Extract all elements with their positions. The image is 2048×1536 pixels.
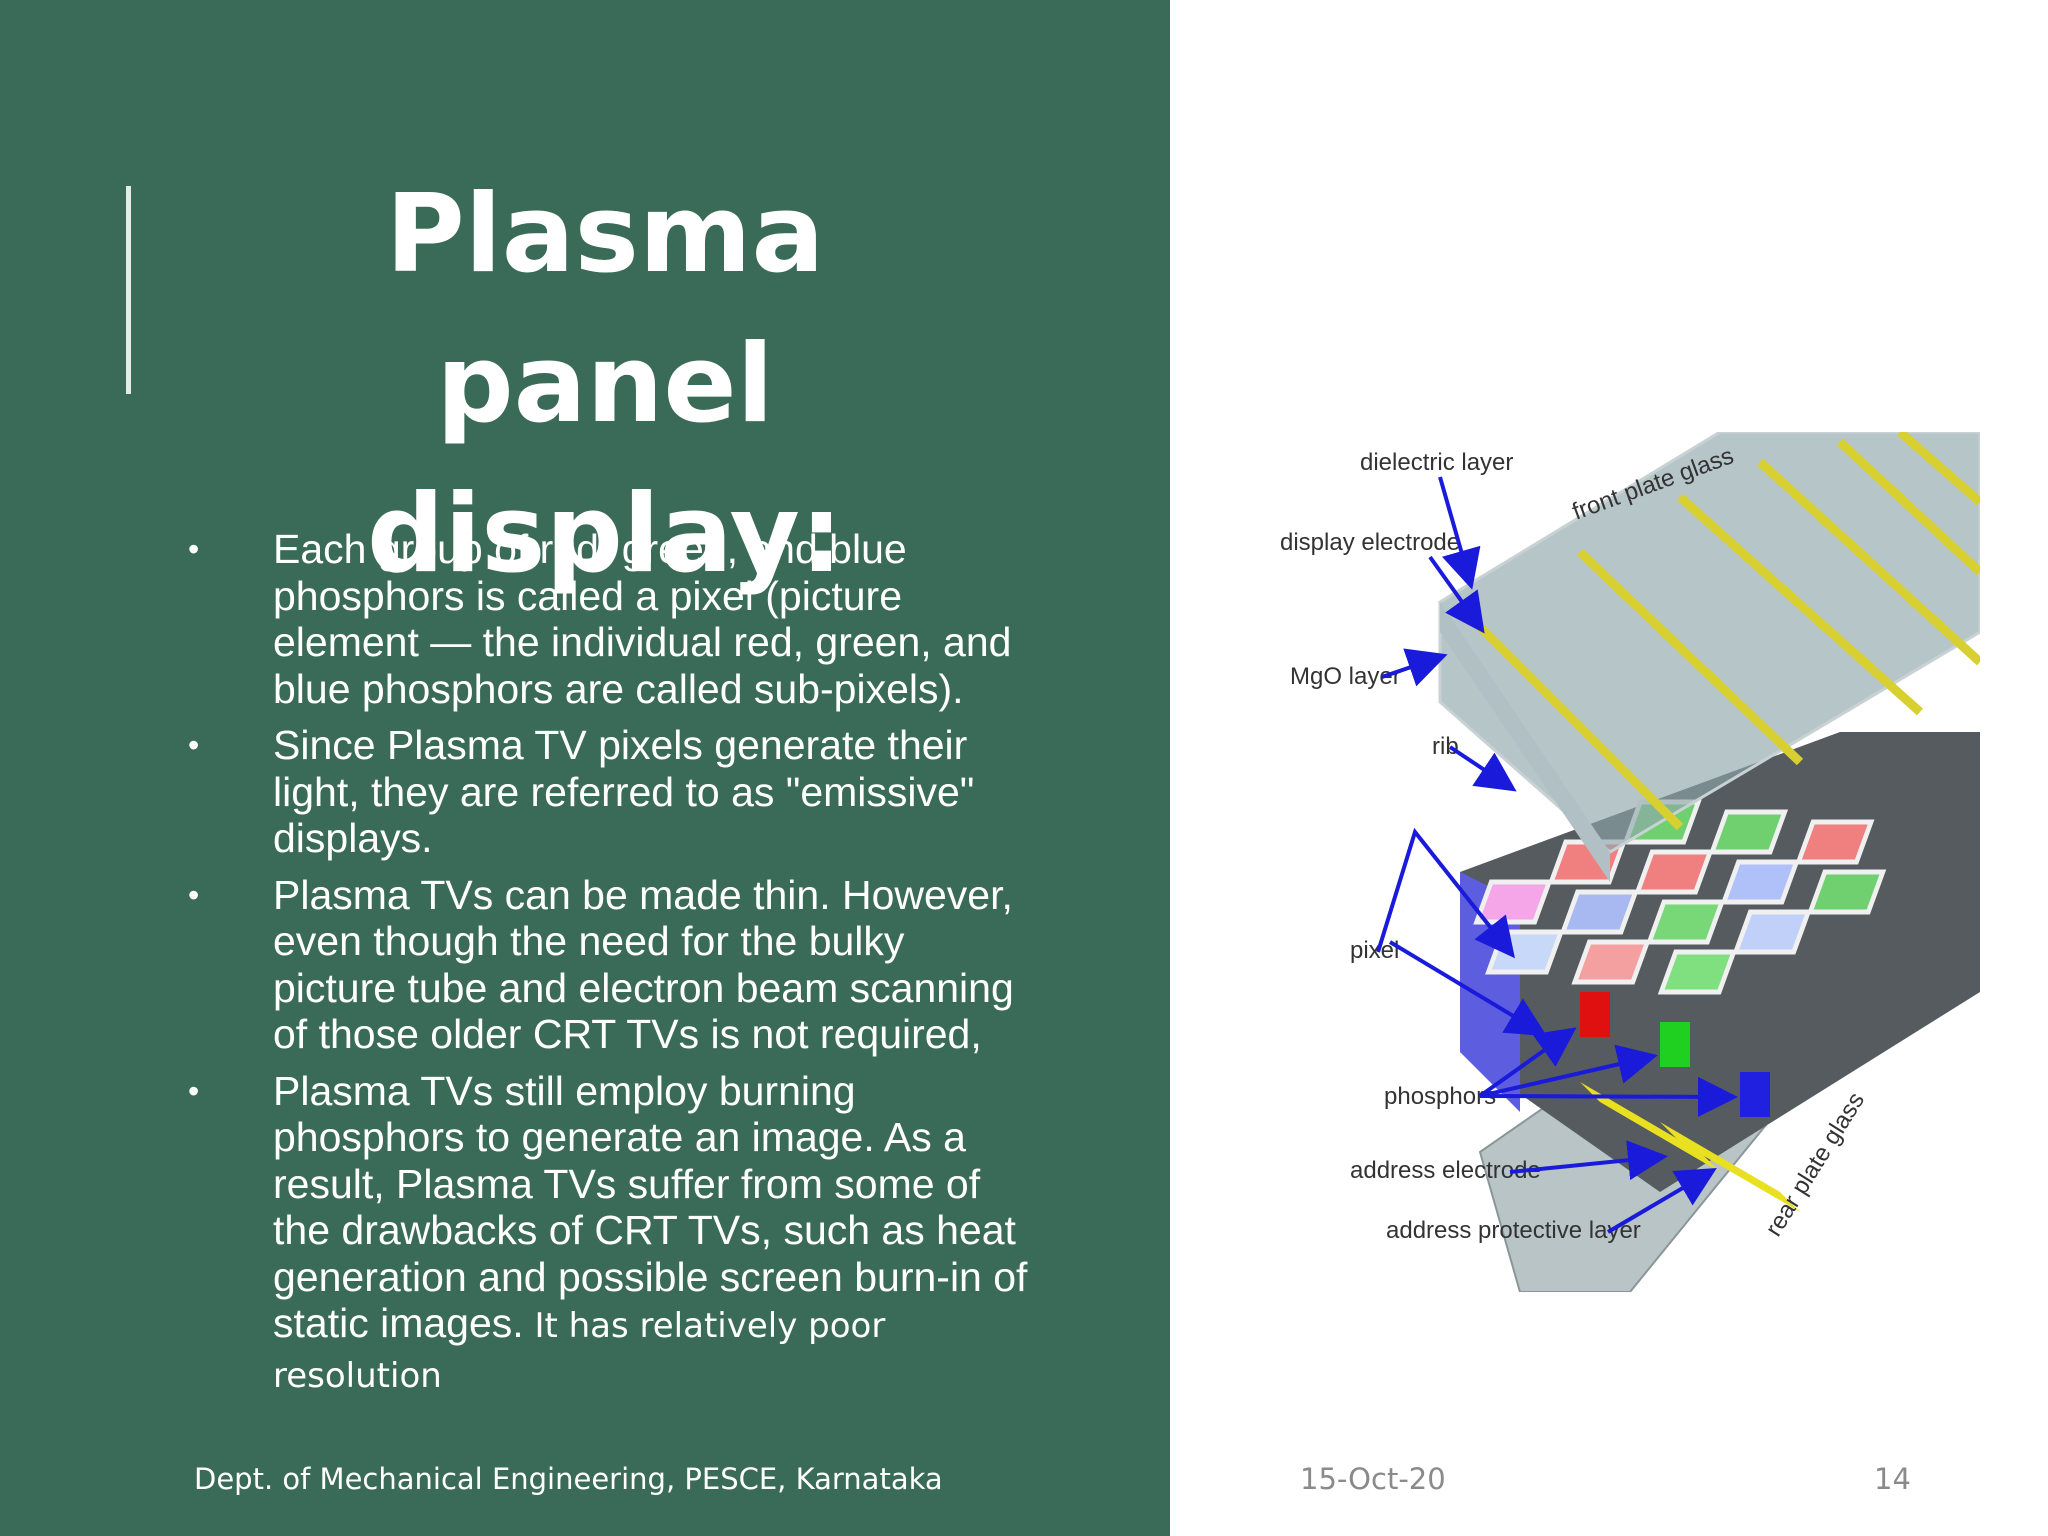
slide-title: Plasma panel display: [366, 172, 844, 597]
plasma-panel-diagram: dielectric layer front plate glass displ… [1280, 432, 1980, 1292]
red-subpixel [1580, 992, 1610, 1037]
bullet-list: • Each group of red, green, and blue phos… [188, 526, 1028, 1409]
bullet-item: • Plasma TVs can be made thin. However, e… [188, 872, 1028, 1058]
label-address-electrode: address electrode [1350, 1157, 1541, 1184]
bullet-symbol: • [188, 876, 200, 913]
plasma-panel-illustration: dielectric layer front plate glass displ… [1280, 432, 1980, 1292]
bullet-item: • Plasma TVs still employ burning phospho… [188, 1068, 1028, 1400]
bullet-item: • Since Plasma TV pixels generate their l… [188, 722, 1028, 862]
label-rib: rib [1432, 733, 1459, 760]
bullet-item: • Each group of red, green, and blue phos… [188, 526, 1028, 712]
label-display-electrode: display electrode [1280, 529, 1460, 556]
address-electrode-strip [1660, 1122, 1800, 1212]
label-phosphors: phosphors [1384, 1083, 1496, 1110]
footer-date: 15-Oct-20 [1300, 1462, 1446, 1496]
front-plate-glass-edge [1440, 602, 1610, 882]
pointer-arrows [1376, 476, 1738, 1234]
display-electrodes [1466, 432, 1980, 831]
bullet-text: Since Plasma TV pixels generate their li… [273, 722, 975, 861]
bullet-text: Plasma TVs still employ burning phosphor… [273, 1067, 1028, 1347]
address-electrode-strip [1580, 1082, 1720, 1172]
bullet-symbol: • [188, 1072, 200, 1109]
title-accent-bar [126, 186, 131, 394]
bullet-symbol: • [188, 727, 200, 763]
bullet-text: Plasma TVs can be made thin. However, ev… [273, 871, 1014, 1058]
left-panel [0, 0, 1170, 1536]
green-subpixel [1660, 1022, 1690, 1067]
bullet-symbol: • [188, 531, 200, 567]
footer-department: Dept. of Mechanical Engineering, PESCE, … [194, 1462, 943, 1496]
label-dielectric-layer: dielectric layer [1360, 449, 1513, 476]
blue-subpixel [1740, 1072, 1770, 1117]
label-address-protective-layer: address protective layer [1386, 1217, 1641, 1244]
bullet-tail-text: It has relatively poor resolution [273, 1306, 886, 1396]
bullet-text: Each group of red, green, and blue phosp… [273, 526, 1012, 712]
slide-number: 14 [1874, 1462, 1911, 1496]
